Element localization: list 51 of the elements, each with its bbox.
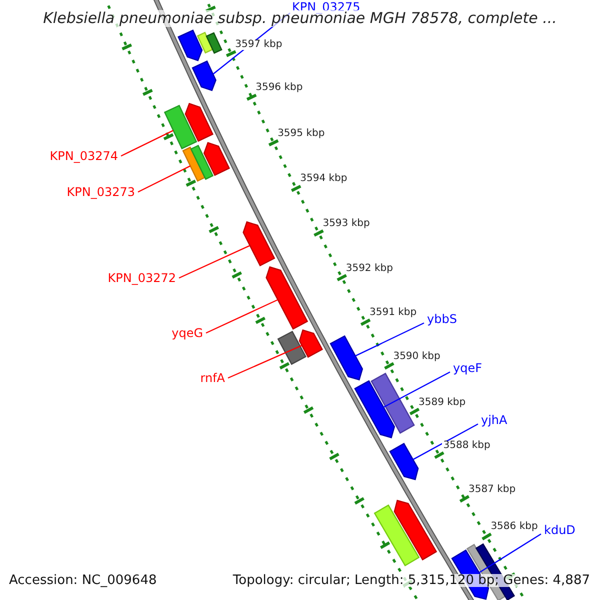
gene-block bbox=[184, 102, 214, 142]
scale-label: 3588 kbp bbox=[442, 441, 492, 452]
gene-block bbox=[370, 372, 415, 434]
leader-line bbox=[228, 344, 302, 379]
scale-label: 3589 kbp bbox=[418, 398, 467, 408]
gene-label: KPN_03274 bbox=[50, 150, 118, 162]
gene-block bbox=[394, 500, 438, 561]
scale-label: 3590 kbp bbox=[392, 352, 442, 362]
gene-block bbox=[178, 30, 203, 62]
footer-text: Accession: NC_009648 bbox=[9, 574, 157, 587]
scale-label: 3586 kbp bbox=[490, 522, 539, 532]
gene-label: KPN_03273 bbox=[66, 186, 135, 198]
scale-label: 3591 kbp bbox=[368, 308, 418, 318]
scale-label: 3597 kbp bbox=[234, 40, 284, 50]
footer-text: Topology: circular; Length: 5,315,120 bp; Genes: 4,887 bbox=[232, 574, 590, 587]
gene-block bbox=[164, 104, 198, 150]
scale-label: 3587 kbp bbox=[467, 484, 517, 495]
gene-block bbox=[298, 329, 324, 358]
gene-block bbox=[277, 330, 307, 366]
scale-label: 3594 kbp bbox=[299, 174, 348, 184]
gene-label: KPN_03272 bbox=[108, 272, 176, 284]
scale-label: 3592 kbp bbox=[344, 264, 394, 274]
leader-line bbox=[138, 165, 191, 193]
leader-line bbox=[478, 534, 542, 574]
gene-block bbox=[190, 144, 214, 180]
gene-label: yqeF bbox=[453, 362, 482, 374]
gene-label: ybbS bbox=[427, 313, 457, 325]
leader-line bbox=[383, 371, 450, 408]
gene-label: yjhA bbox=[481, 414, 508, 426]
scale-label: 3596 kbp bbox=[254, 83, 304, 94]
gene-block bbox=[206, 32, 222, 54]
gene-block bbox=[354, 380, 396, 438]
gene-label: yqeG bbox=[172, 327, 203, 339]
gene-block bbox=[266, 266, 308, 330]
gene-block bbox=[389, 442, 419, 480]
leader-line bbox=[178, 244, 250, 279]
gene-block bbox=[374, 504, 420, 566]
gene-label: kduD bbox=[544, 524, 576, 536]
scale-label: 3595 kbp bbox=[276, 128, 326, 139]
leader-line bbox=[355, 322, 424, 356]
gene-block bbox=[192, 60, 216, 92]
gene-block bbox=[242, 221, 276, 266]
gene-block bbox=[330, 335, 364, 380]
gene-label: KPN_03275 bbox=[292, 1, 360, 13]
leader-line bbox=[412, 423, 478, 460]
gene-block bbox=[203, 142, 230, 176]
leader-line bbox=[120, 130, 174, 157]
leader-line bbox=[206, 299, 278, 334]
scale-label: 3593 kbp bbox=[322, 219, 371, 230]
gene-label: rnfA bbox=[200, 372, 225, 384]
gene-block bbox=[196, 32, 214, 54]
